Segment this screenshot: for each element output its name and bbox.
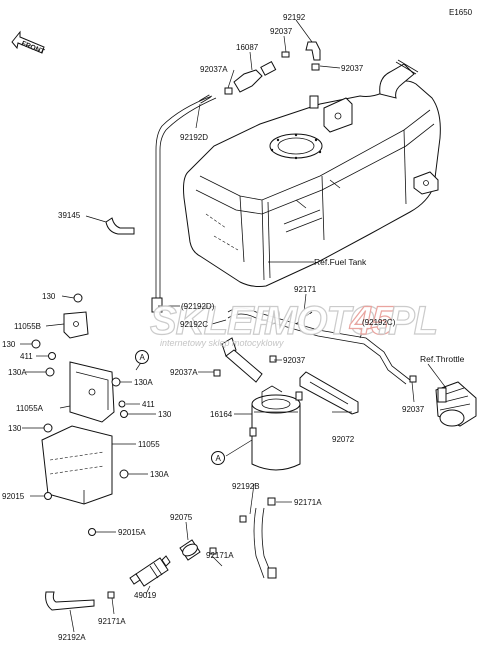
part-label: 130A — [8, 368, 27, 377]
part-label: 411 — [20, 352, 33, 361]
watermark-tagline: internetowy sklep motocyklowy — [160, 338, 284, 348]
part-label: 130 — [2, 340, 16, 349]
part-label: 411 — [142, 400, 155, 409]
watermark-brand-b: MOTO — [264, 299, 380, 343]
part-label: 92037 — [402, 405, 425, 414]
part-label: 92015 — [2, 492, 25, 501]
part-label: 92037 — [283, 356, 306, 365]
callout-a-upper — [135, 350, 149, 364]
watermark-brand-a: SKLEP — [150, 299, 280, 343]
callout-a-lower — [211, 451, 225, 465]
ref-fuel-tank: Ref.Fuel Tank — [314, 257, 367, 267]
leader-lines — [20, 19, 447, 633]
watermark: SKLEP MOTO 45 .PL internetowy sklep moto… — [149, 298, 438, 348]
part-label: 130 — [8, 424, 22, 433]
part-label: 92037A — [200, 65, 228, 74]
part-label: 130A — [150, 470, 169, 479]
part-label: 130 — [158, 410, 172, 419]
part-label: 130A — [134, 378, 153, 387]
part-label: 92192C — [180, 320, 208, 329]
throttle-body-ref — [435, 381, 477, 427]
fuel-tank-outline — [183, 59, 441, 287]
part-label: 39145 — [58, 211, 81, 220]
part-label: 92192 — [283, 13, 306, 22]
canister — [249, 385, 303, 471]
part-label: 11055B — [14, 322, 41, 331]
part-label: 92015A — [118, 528, 146, 537]
part-label: 92072 — [332, 435, 355, 444]
fuel-filter — [129, 555, 171, 587]
part-label: 16164 — [210, 410, 233, 419]
part-label: 92171A — [98, 617, 126, 626]
part-label: 92037A — [170, 368, 198, 377]
part-label: 92192A — [58, 633, 86, 642]
part-label: 92171A — [206, 551, 234, 560]
part-label: 92192D — [180, 133, 208, 142]
watermark-brand-c: 45 — [349, 299, 394, 343]
part-label: 92171A — [294, 498, 322, 507]
part-label: 92037 — [270, 27, 293, 36]
front-arrow-icon: FRONT — [11, 30, 46, 56]
part-label: 11055A — [16, 404, 44, 413]
part-label: 49019 — [134, 591, 157, 600]
part-label: 92037 — [341, 64, 364, 73]
watermark-brand-d: .PL — [378, 299, 437, 343]
part-label: 92192B — [232, 482, 260, 491]
part-label: 130 — [42, 292, 56, 301]
ref-throttle: Ref.Throttle — [420, 354, 465, 364]
part-label: 92171 — [294, 285, 317, 294]
part-label: (92192D) — [181, 302, 215, 311]
diagram-code: E1650 — [449, 8, 473, 17]
part-label: 11055 — [138, 440, 160, 449]
part-label: 16087 — [236, 43, 259, 52]
part-label: 92075 — [170, 513, 193, 522]
callout-a-upper-label: A — [140, 353, 146, 362]
part-label: (92192C) — [362, 318, 396, 327]
callout-a-lower-label: A — [216, 454, 222, 463]
